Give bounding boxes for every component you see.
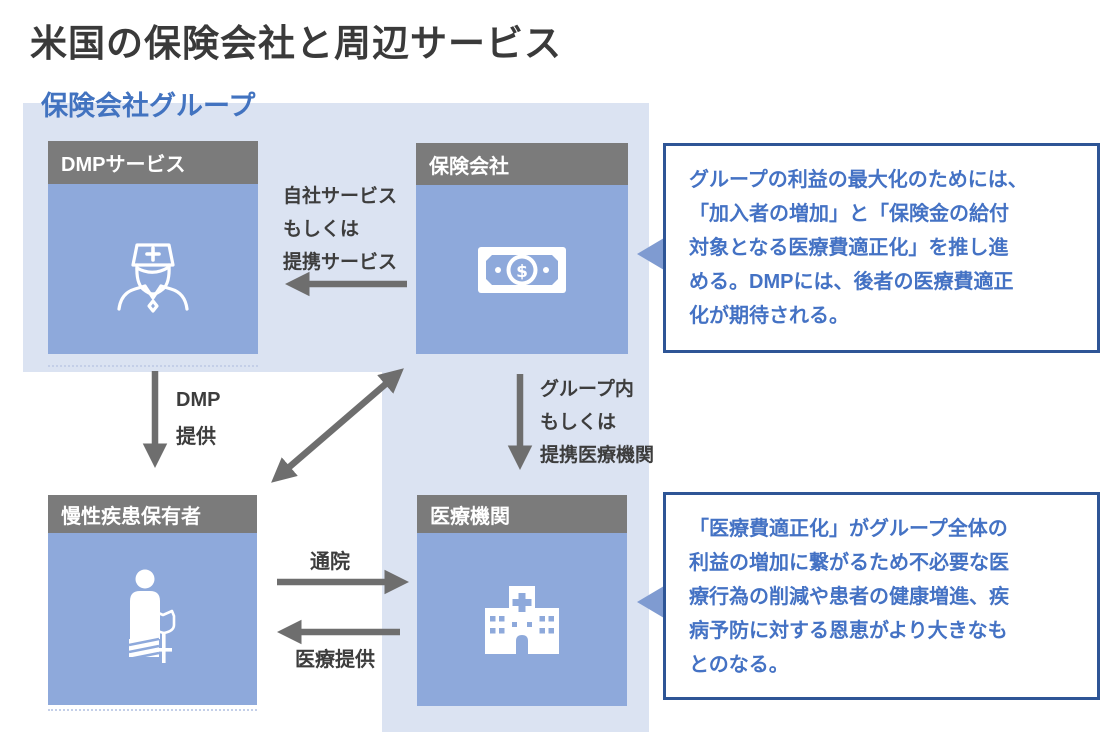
dmp-provide-arrow-label: DMP 提供 bbox=[176, 389, 221, 448]
insurance-note-callout: グループの利益の最大化のためには、 「加入者の増加」と「保険金の給付 対象となる… bbox=[663, 143, 1100, 353]
money-bill-icon: $ bbox=[478, 246, 566, 293]
medical-institution-header: 医療機関 bbox=[417, 495, 627, 533]
chronic-patient-header: 慢性疾患保有者 bbox=[48, 495, 257, 533]
mutual-arrow bbox=[271, 368, 404, 483]
dmp-service-box: DMPサービス bbox=[48, 141, 258, 354]
page-title: 米国の保険会社と周辺サービス bbox=[30, 23, 562, 64]
divider-dotted-line bbox=[48, 709, 257, 711]
group-label: 保険会社グループ bbox=[41, 91, 256, 121]
hospital-building-icon bbox=[485, 585, 559, 654]
medical-institution-box: 医療機関 bbox=[417, 495, 627, 706]
group-route-arrow-label: グループ内 もしくは 提携医療機関 bbox=[540, 379, 655, 466]
chronic-patient-body bbox=[48, 533, 257, 705]
service-arrow-label: 自社サービス もしくは 提携サービス bbox=[283, 186, 398, 273]
callout-pointer-icon bbox=[637, 238, 664, 270]
insurance-company-body: $ bbox=[416, 185, 628, 354]
hospital-note-callout: 「医療費適正化」がグループ全体の 利益の増加に繋がるため不必要な医 療行為の削減… bbox=[663, 492, 1100, 700]
nurse-icon bbox=[117, 243, 189, 313]
callout-pointer-icon bbox=[637, 586, 664, 618]
insurance-company-header: 保険会社 bbox=[416, 143, 628, 185]
chronic-patient-box: 慢性疾患保有者 bbox=[48, 495, 257, 705]
care-arrow-label: 医療提供 bbox=[295, 649, 375, 671]
insurance-company-box: 保険会社 $ bbox=[416, 143, 628, 354]
dmp-service-body bbox=[48, 184, 258, 354]
divider-dotted-line bbox=[48, 365, 258, 367]
dmp-service-header: DMPサービス bbox=[48, 141, 258, 184]
person-crutch-icon bbox=[128, 569, 175, 663]
medical-institution-body bbox=[417, 533, 627, 706]
visit-arrow-label: 通院 bbox=[310, 551, 350, 573]
svg-text:$: $ bbox=[516, 262, 528, 282]
